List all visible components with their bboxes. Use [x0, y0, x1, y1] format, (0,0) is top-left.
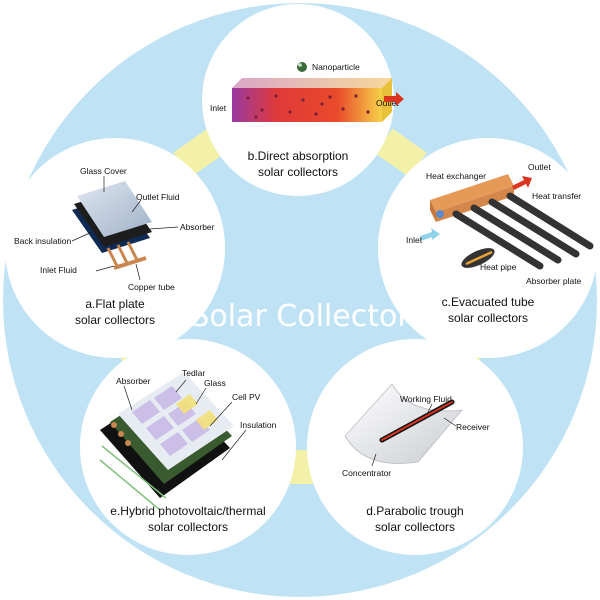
- label-heat-pipe: Heat pipe: [480, 262, 517, 272]
- absorber-tube-ends: [111, 422, 131, 446]
- label-heat-transfer: Heat transfer: [532, 191, 581, 201]
- caption-line1: b.Direct absorption: [248, 149, 349, 163]
- label-absorber-plate: Absorber plate: [526, 276, 582, 286]
- label-absorber: Absorber: [180, 222, 215, 232]
- caption-line2: solar collectors: [258, 165, 338, 179]
- label-insulation: Insulation: [240, 420, 277, 430]
- label-copper-tube: Copper tube: [128, 282, 175, 292]
- outlet-arrow-icon: [384, 92, 404, 106]
- label-concentrator: Concentrator: [342, 468, 391, 478]
- caption-line2: solar collectors: [448, 311, 528, 325]
- caption-line2: solar collectors: [75, 313, 155, 327]
- caption-line2: solar collectors: [148, 520, 228, 534]
- working-fluid-icon: [381, 401, 453, 441]
- caption-line1: e.Hybrid photovoltaic/thermal: [110, 504, 265, 518]
- caption-line2: solar collectors: [375, 520, 455, 534]
- collector-top-face: [232, 78, 392, 88]
- label-inlet: Inlet: [406, 235, 423, 245]
- label-absorber: Absorber: [116, 376, 151, 386]
- label-glass: Glass: [204, 378, 226, 388]
- label-heat-exchanger: Heat exchanger: [426, 171, 486, 181]
- node-parabolic-trough: Working Fluid Receiver Concentrator d.Pa…: [307, 339, 523, 555]
- label-inlet-fluid: Inlet Fluid: [40, 265, 77, 275]
- label-nanoparticle: Nanoparticle: [312, 62, 360, 72]
- nanoparticle-dots: [246, 94, 370, 119]
- heat-exchanger-icon: [430, 174, 514, 212]
- diagram-title: Solar Collector: [190, 299, 410, 334]
- node-circle: [378, 138, 598, 358]
- label-outlet-fluid: Outlet Fluid: [136, 192, 180, 202]
- label-receiver: Receiver: [456, 422, 490, 432]
- label-inlet: Inlet: [210, 103, 227, 113]
- label-outlet: Outlet: [528, 162, 551, 172]
- caption-line1: d.Parabolic trough: [366, 504, 463, 518]
- inlet-arrow-icon: [420, 228, 440, 241]
- caption-line1: c.Evacuated tube: [442, 295, 535, 309]
- label-back-insulation: Back insulation: [14, 236, 71, 246]
- node-flat-plate: Glass Cover Outlet Fluid Absorber Back i…: [5, 138, 225, 358]
- glass-cover-layer: [77, 181, 152, 237]
- concentrator-icon: [344, 383, 463, 464]
- label-cell-pv: Cell PV: [232, 392, 261, 402]
- outlet-arrow-icon: [512, 176, 532, 190]
- connector-b-c: [375, 128, 427, 178]
- label-glass-cover: Glass Cover: [80, 166, 127, 176]
- label-working-fluid: Working Fluid: [400, 394, 452, 404]
- label-tedlar: Tedlar: [182, 368, 205, 378]
- caption-line1: a.Flat plate: [85, 297, 145, 311]
- node-hybrid-pvt: Absorber Tedlar Glass Cell PV Insulation…: [80, 339, 296, 555]
- evacuated-tubes: [452, 192, 594, 270]
- inlet-port-icon: [436, 210, 444, 218]
- nanoparticle-icon: [297, 62, 307, 72]
- copper-tubes: [106, 241, 140, 269]
- node-evacuated-tube: Outlet Heat exchanger Heat transfer Inle…: [378, 138, 598, 358]
- label-outlet: Outlet: [376, 98, 399, 108]
- node-direct-absorption: Nanoparticle Inlet Outlet b.Direct absor…: [202, 4, 404, 196]
